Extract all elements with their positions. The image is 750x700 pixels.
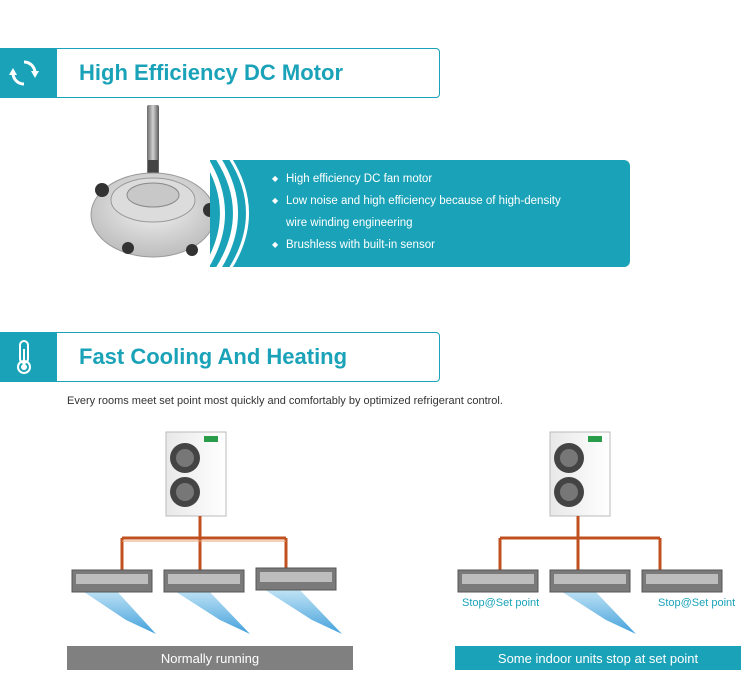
caption-normal-running: Normally running bbox=[67, 646, 353, 670]
feature-item-continued: wire winding engineering bbox=[286, 217, 413, 229]
feature-item: High efficiency DC fan motor bbox=[272, 168, 622, 190]
outdoor-unit bbox=[165, 431, 227, 517]
stop-label: Stop@Set point bbox=[462, 597, 540, 609]
section-header-cooling: Fast Cooling And Heating bbox=[0, 332, 440, 382]
feature-item: Brushless with built-in sensor bbox=[272, 234, 622, 256]
section-icon-box bbox=[0, 49, 57, 97]
diagram-normal-running bbox=[71, 431, 342, 634]
outdoor-unit bbox=[549, 431, 611, 517]
section-title: Fast Cooling And Heating bbox=[79, 344, 348, 369]
section-title: High Efficiency DC Motor bbox=[79, 60, 344, 85]
indoor-unit-stopped bbox=[457, 569, 539, 593]
refrigerant-pipes bbox=[120, 516, 288, 570]
indoor-unit bbox=[163, 569, 250, 634]
panel-arc-decoration bbox=[202, 156, 249, 271]
rotation-icon bbox=[9, 60, 39, 86]
feature-list: High efficiency DC fan motor Low noise a… bbox=[272, 168, 622, 256]
indoor-unit bbox=[71, 569, 156, 634]
indoor-unit bbox=[255, 567, 342, 634]
feature-item: Low noise and high efficiency because of… bbox=[272, 190, 622, 212]
section-intro: Every rooms meet set point most quickly … bbox=[67, 395, 503, 407]
dc-motor-image bbox=[90, 105, 217, 258]
caption-partial-stop: Some indoor units stop at set point bbox=[455, 646, 741, 670]
indoor-unit bbox=[549, 569, 636, 634]
diagram-partial-stop bbox=[457, 431, 723, 634]
refrigerant-pipes bbox=[498, 516, 662, 570]
stop-label: Stop@Set point bbox=[658, 597, 736, 609]
thermometer-icon bbox=[17, 340, 31, 374]
section-header-motor: High Efficiency DC Motor bbox=[0, 48, 440, 98]
section-icon-box bbox=[0, 333, 57, 381]
indoor-unit-stopped bbox=[641, 569, 723, 593]
